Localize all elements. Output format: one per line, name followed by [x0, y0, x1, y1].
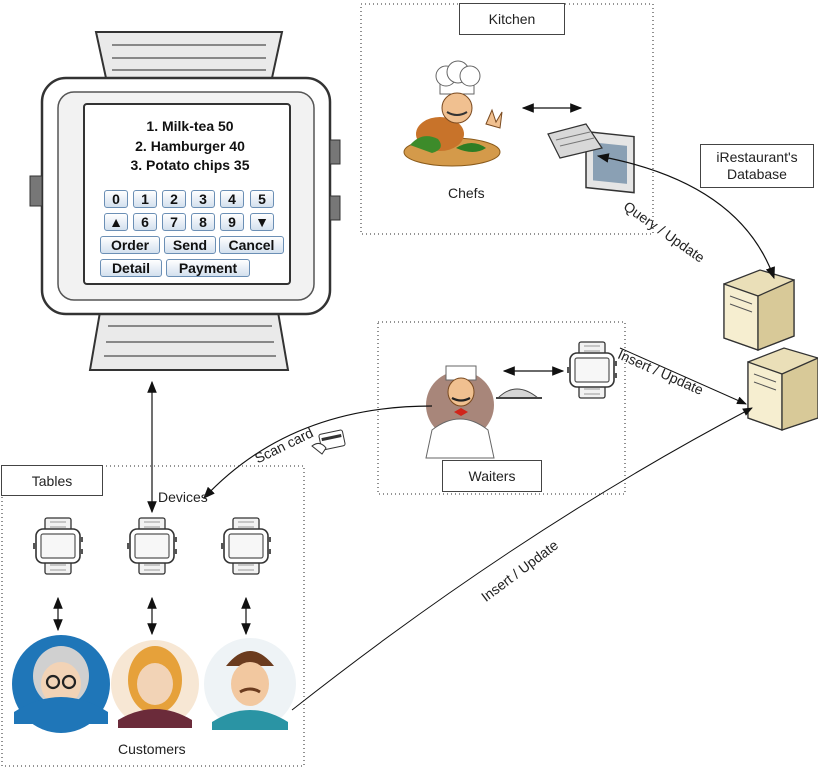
table-smartwatch-icon [220, 517, 272, 575]
menu-item: 3. Potato chips 35 [130, 157, 250, 173]
customer-avatar-icon [12, 635, 110, 733]
customers-label: Customers [118, 741, 186, 757]
key-down[interactable]: ▼ [250, 213, 274, 231]
key-3[interactable]: 3 [191, 190, 215, 208]
key-1[interactable]: 1 [133, 190, 157, 208]
waiters-group [377, 321, 626, 495]
order-button[interactable]: Order [100, 236, 160, 254]
chefs-label: Chefs [448, 185, 485, 201]
menu-item: 1. Milk-tea 50 [146, 118, 234, 134]
database-label: iRestaurant's Database [700, 144, 814, 188]
database-label-line: iRestaurant's [716, 149, 798, 165]
key-8[interactable]: 8 [191, 213, 215, 231]
computer-icon [547, 123, 635, 194]
customer-avatar-icon [204, 638, 296, 730]
customer-db-connector [291, 407, 753, 711]
menu-item: 2. Hamburger 40 [135, 138, 245, 154]
key-0[interactable]: 0 [104, 190, 128, 208]
send-button[interactable]: Send [164, 236, 216, 254]
table-smartwatch-icon [32, 517, 84, 575]
chef-icon [403, 60, 503, 167]
waiters-label: Waiters [442, 460, 542, 492]
waiter-icon [425, 365, 542, 459]
waiter-db-connector [619, 347, 747, 405]
key-7[interactable]: 7 [162, 213, 186, 231]
devices-label: Devices [158, 489, 208, 505]
cancel-button[interactable]: Cancel [219, 236, 284, 254]
kitchen-label: Kitchen [459, 3, 565, 35]
key-up[interactable]: ▲ [104, 213, 128, 231]
table-smartwatch-icon [126, 517, 178, 575]
query-update-connector [596, 153, 775, 280]
payment-button[interactable]: Payment [166, 259, 250, 277]
detail-button[interactable]: Detail [100, 259, 162, 277]
key-5[interactable]: 5 [250, 190, 274, 208]
tables-label: Tables [1, 465, 103, 496]
tables-group [1, 465, 305, 767]
scan-card-connector [203, 405, 433, 499]
customer-avatar-icon [111, 640, 199, 728]
server-icon [723, 269, 818, 431]
key-2[interactable]: 2 [162, 190, 186, 208]
kitchen-group [360, 3, 654, 235]
key-4[interactable]: 4 [220, 190, 244, 208]
key-9[interactable]: 9 [220, 213, 244, 231]
database-label-line: Database [727, 166, 787, 182]
key-6[interactable]: 6 [133, 213, 157, 231]
waiter-smartwatch-icon [566, 341, 618, 399]
credit-card-icon [311, 429, 346, 455]
